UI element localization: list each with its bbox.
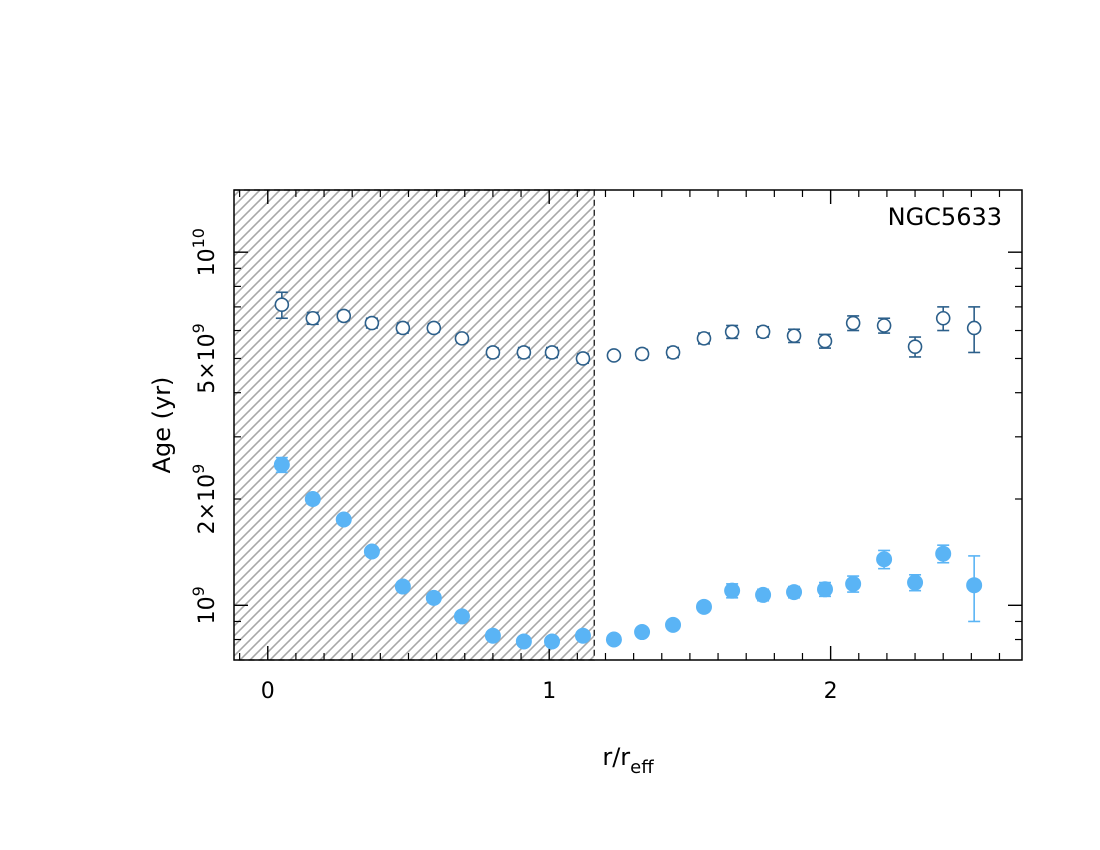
series-1 <box>274 291 982 366</box>
data-point <box>453 608 470 625</box>
data-point <box>394 578 411 595</box>
x-tick-labels: 0 1 2 <box>261 679 838 704</box>
data-point <box>724 582 741 599</box>
data-point <box>605 631 622 648</box>
data-point <box>817 333 833 349</box>
y-tick-labels: 109 2×109 5×109 1010 <box>189 228 220 624</box>
y-tick-label: 109 <box>189 586 220 624</box>
data-point <box>845 315 861 331</box>
y-axis-title: Age (yr) <box>148 377 176 474</box>
data-point <box>755 586 772 603</box>
data-point <box>364 315 380 331</box>
data-point <box>273 456 290 473</box>
axis-ticks <box>234 190 1022 660</box>
data-point <box>484 627 501 644</box>
data-point <box>516 345 532 360</box>
x-tick-label: 1 <box>542 679 556 704</box>
data-point <box>544 345 560 360</box>
data-point <box>665 345 681 360</box>
data-point <box>786 328 802 344</box>
data-point <box>335 511 352 528</box>
y-tick-label: 5×109 <box>189 323 220 394</box>
shaded-region <box>234 190 595 660</box>
data-point <box>544 633 561 650</box>
x-tick-label: 2 <box>824 679 838 704</box>
data-point <box>574 627 591 644</box>
data-point <box>634 346 650 362</box>
data-point <box>454 331 470 346</box>
data-point <box>876 318 892 333</box>
data-point <box>665 616 682 633</box>
y-tick-label: 2×109 <box>189 464 220 535</box>
x-axis-title: r/reff <box>602 743 654 778</box>
series-2 <box>273 456 983 650</box>
data-point <box>935 545 952 562</box>
galaxy-annotation: NGC5633 <box>888 203 1002 231</box>
data-point <box>606 348 622 363</box>
data-point <box>634 624 651 641</box>
data-point <box>755 324 771 340</box>
data-point <box>696 331 712 346</box>
data-point <box>695 598 712 615</box>
data-point <box>907 574 924 591</box>
data-point <box>336 308 352 324</box>
data-point <box>966 320 982 336</box>
data-point <box>966 577 983 594</box>
data-point <box>426 320 442 336</box>
data-point <box>515 633 532 650</box>
data-point <box>907 339 923 354</box>
data-series <box>273 291 983 650</box>
data-point <box>363 543 380 560</box>
data-point <box>304 491 321 508</box>
x-tick-label: 0 <box>261 679 275 704</box>
data-point <box>305 310 321 326</box>
data-point <box>575 351 591 366</box>
data-point <box>786 584 803 601</box>
y-tick-label: 1010 <box>189 228 220 276</box>
data-point <box>274 297 290 313</box>
data-point <box>817 581 833 598</box>
data-point <box>935 310 951 326</box>
data-point <box>425 589 442 606</box>
data-point <box>395 320 411 336</box>
data-point <box>724 324 740 340</box>
plot-frame <box>233 189 1023 661</box>
data-point <box>876 551 893 568</box>
data-point <box>845 575 862 592</box>
data-point <box>485 345 501 360</box>
